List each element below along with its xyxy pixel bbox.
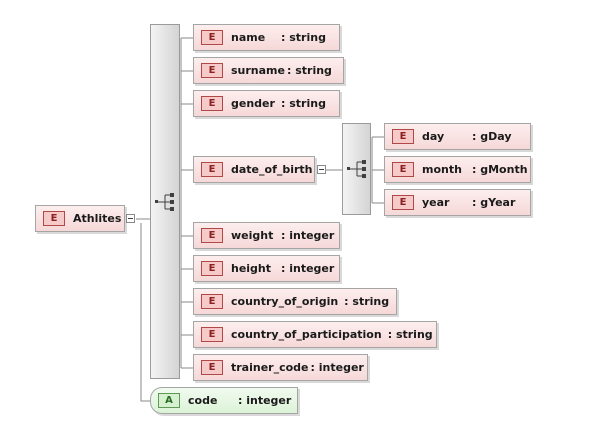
- element-badge: E: [201, 327, 223, 342]
- attribute-badge: A: [158, 393, 180, 408]
- element-name: Athlites: [73, 212, 122, 225]
- element-badge: E: [201, 294, 223, 309]
- element-type: gYear: [472, 196, 515, 209]
- element-trainer-code[interactable]: E trainer_code integer: [193, 354, 368, 381]
- element-type: string: [344, 295, 389, 308]
- collapse-toggle-date-of-birth[interactable]: [317, 165, 326, 174]
- element-name: month: [422, 163, 462, 176]
- element-badge: E: [392, 129, 414, 144]
- element-badge: E: [201, 63, 223, 78]
- element-badge: E: [201, 360, 223, 375]
- element-country-of-origin[interactable]: E country_of_origin string: [193, 288, 397, 315]
- element-type: integer: [281, 229, 334, 242]
- element-country-of-participation[interactable]: E country_of_participation string: [193, 321, 437, 348]
- element-badge: E: [201, 96, 223, 111]
- element-badge: E: [201, 162, 223, 177]
- attribute-name: code: [188, 394, 218, 407]
- element-type: gMonth: [472, 163, 527, 176]
- element-badge: E: [201, 30, 223, 45]
- element-badge: E: [201, 228, 223, 243]
- element-name: height: [231, 262, 272, 275]
- element-name: year: [422, 196, 450, 209]
- element-name: day: [422, 130, 445, 143]
- element-date-of-birth[interactable]: E date_of_birth: [193, 156, 315, 183]
- sequence-compositor[interactable]: [150, 24, 180, 379]
- sequence-icon: [155, 192, 174, 211]
- element-month[interactable]: E month gMonth: [384, 156, 531, 183]
- attribute-code[interactable]: A code integer: [150, 387, 298, 414]
- element-name: name: [231, 31, 266, 44]
- sequence-compositor-date-of-birth[interactable]: [342, 123, 371, 215]
- element-weight[interactable]: E weight integer: [193, 222, 340, 249]
- element-gender[interactable]: E gender string: [193, 90, 340, 117]
- element-type: gDay: [472, 130, 511, 143]
- element-height[interactable]: E height integer: [193, 255, 340, 282]
- element-name: date_of_birth: [231, 163, 313, 176]
- element-name: country_of_participation: [231, 328, 382, 341]
- sequence-icon: [347, 160, 366, 178]
- element-surname[interactable]: E surname string: [193, 57, 344, 84]
- element-type: string: [388, 328, 433, 341]
- element-badge: E: [43, 211, 65, 226]
- element-name-node[interactable]: E name string: [193, 24, 340, 51]
- element-type: string: [281, 31, 326, 44]
- element-name: country_of_origin: [231, 295, 339, 308]
- element-type: string: [281, 97, 326, 110]
- element-year[interactable]: E year gYear: [384, 189, 531, 216]
- element-name: trainer_code: [231, 361, 309, 374]
- collapse-toggle-athlites[interactable]: [126, 214, 135, 223]
- element-badge: E: [392, 195, 414, 210]
- element-day[interactable]: E day gDay: [384, 123, 531, 150]
- element-badge: E: [201, 261, 223, 276]
- element-name: weight: [231, 229, 274, 242]
- element-name: gender: [231, 97, 275, 110]
- element-name: surname: [231, 64, 285, 77]
- element-type: string: [287, 64, 332, 77]
- element-athlites[interactable]: E Athlites: [35, 205, 125, 232]
- element-badge: E: [392, 162, 414, 177]
- attribute-type: integer: [238, 394, 291, 407]
- element-type: integer: [311, 361, 364, 374]
- element-type: integer: [281, 262, 334, 275]
